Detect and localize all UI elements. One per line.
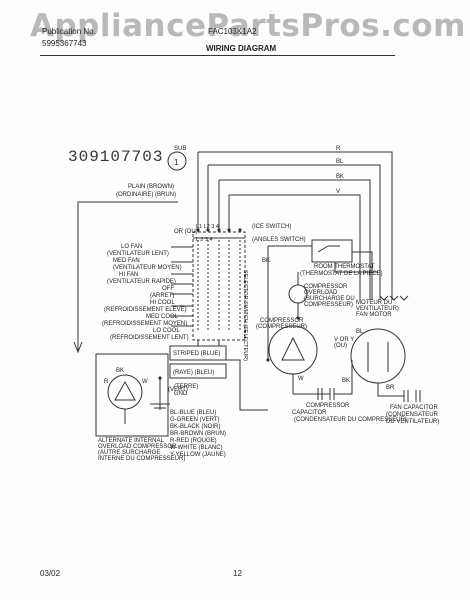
compressor (268, 325, 318, 375)
selector-switch-label: SELECTOR SWITCH (SELECTEUR) (242, 270, 248, 361)
diagram-part-number: 309107703 (68, 148, 164, 166)
ground-label: GND (174, 391, 188, 397)
v-or-y-label: V OR Y (334, 337, 354, 343)
wire-label-r: R (336, 146, 341, 152)
w-label: W (298, 376, 304, 382)
switch-row-hi-fan-fr: (VENTILATEUR RAPIDE) (107, 279, 176, 285)
wire-bk (218, 179, 371, 300)
alt-overload-label-2: OVERLOAD COMPRESSOR (98, 444, 177, 450)
page-title: WIRING DIAGRAM (206, 44, 277, 53)
fan-motor (350, 328, 406, 384)
wire-label-bl: BL (336, 159, 344, 165)
site-watermark: AppliancePartsPros.com (30, 8, 466, 44)
ice-switch-label: (ICE SWITCH) (252, 224, 291, 230)
switch-row-off-fr: (ARRET) (150, 293, 174, 299)
ground-color-label: (VERT) (168, 387, 188, 393)
alt-overload-label-fr-2: INTERNE DU COMPRESSEUR) (98, 456, 185, 462)
br-label: BR (386, 385, 395, 391)
compressor-label-fr: (COMPRESSEUR) (256, 324, 307, 330)
plain-brown-label: PLAIN (BROWN) (128, 184, 174, 190)
thermostat-label-fr: (THERMOSTAT DE LA PIÈCE) (300, 270, 383, 277)
footer-date: 03/02 (40, 569, 61, 578)
ground-label-fr: (TERRE) (174, 384, 198, 390)
model-number: FAC103K1A2 (208, 27, 257, 36)
legend-yellow: Y-YELLOW (JAUNE) (170, 452, 226, 458)
wire-r (197, 151, 393, 300)
switch-row-med-fan-fr: (VENTILATEUR MOYEN) (113, 265, 182, 271)
sub-number: 1 (174, 158, 179, 167)
fan-capacitor-label-fr: (CONDENSATEUR (386, 412, 439, 418)
plain-brown-label-fr: (ORDINAIRE) (BRUN) (116, 192, 176, 198)
thermostat-label: ROOM THERMOSTAT (314, 264, 375, 270)
legend-white: W-WHITE (BLANC) (170, 445, 223, 451)
overload-label-fr: OVERLOAD (304, 290, 338, 296)
fan-motor-label-fr: VENTILATEUR) (356, 306, 399, 312)
terminal-dots (158, 228, 300, 380)
switch-row-hi-fan: HI FAN (119, 272, 138, 278)
wire-plain-brown (77, 201, 178, 350)
fan-motor-label: MOTEUR DU (356, 300, 392, 306)
fan-capacitor-label-fr-2: DU VENTILATEUR) (386, 419, 439, 425)
bk-label-right: BK (342, 378, 350, 384)
wire-v (228, 194, 361, 300)
wire-label-bk: BK (336, 174, 344, 180)
compressor-capacitor-label-fr: CAPACITOR (292, 410, 327, 416)
header-divider (40, 55, 395, 56)
bu-label: (OU) (334, 343, 347, 349)
switch-row-hi-cool-fr: (REFROIDISSEMENT ELEVE) (104, 307, 187, 313)
switch-row-off: OFF (162, 286, 174, 292)
switch-leader-lines (171, 246, 193, 327)
overload-label-fr-3: COMPRESSEUR) (304, 302, 353, 308)
fan-capacitor (403, 390, 421, 402)
or-label: OR (OU) (174, 229, 198, 235)
ground-symbol (150, 378, 170, 410)
striped-gray-label: (RAYE) (BLEU) (173, 370, 214, 376)
legend-red: R-RED (ROUGE) (170, 438, 217, 444)
sub-label: SUB (174, 146, 186, 152)
publication-label: Publication No. (42, 27, 96, 36)
switch-row-hi-cool: HI COOL (150, 300, 175, 306)
legend-green: G-GREEN (VERT) (170, 417, 220, 423)
wire-bl (207, 164, 381, 300)
compressor-capacitor-label-fr-2: (CONDENSATEUR DU COMPRESSEUR) (294, 417, 407, 423)
striped-blue-label: STRIPED (BLUE) (173, 351, 220, 357)
alt-overload-label-fr: (AUTRE SURCHARGE (98, 450, 160, 456)
overload-label-fr-2: (SURCHARGE DU (304, 296, 355, 302)
switch-row-med-fan: MED FAN (113, 258, 140, 264)
terminal-numbers-bottom: L 2 3 4 (196, 237, 213, 243)
footer-page-number: 12 (233, 569, 242, 578)
sub-badge-circle (167, 151, 187, 171)
switch-row-lo-fan: LO FAN (121, 244, 142, 250)
fan-motor-label-en: FAN MOTOR (356, 312, 392, 318)
overload-label: COMPRESSOR (304, 284, 348, 290)
angles-switch-label: (ANGLES SWITCH) (252, 237, 306, 243)
compressor-capacitor (317, 388, 335, 400)
terminal-numbers-top: L1 L2 3 4 (196, 224, 219, 230)
switch-row-lo-fan-fr: (VENTILATEUR LENT) (107, 251, 169, 257)
legend-black: BK-BLACK (NOIR) (170, 424, 220, 430)
alt-overload-label: ALTERNATE INTERNAL (98, 438, 164, 444)
alt-box-w: W (142, 379, 148, 385)
switch-row-lo-cool-fr: (REFROIDISSEMENT LENT) (110, 335, 189, 341)
alt-box-bk: BK (116, 368, 124, 374)
bk-label-left: BK (262, 258, 270, 264)
switch-row-med-cool-fr: (REFROIDISSEMENT MOYEN) (102, 321, 187, 327)
fan-capacitor-label: FAN CAPACITOR (390, 405, 438, 411)
wire-label-v: V (336, 189, 340, 195)
compressor-label: COMPRESSOR (260, 318, 304, 324)
alt-box-r: R (104, 379, 109, 385)
bl-label-right: BL (356, 329, 364, 335)
switch-row-med-cool: MED COOL (146, 314, 179, 320)
compressor-capacitor-label: COMPRESSOR (306, 403, 350, 409)
legend-blue: BL-BLUE (BLEU) (170, 410, 216, 416)
thermostat-box (311, 239, 353, 263)
switch-row-lo-cool: LO COOL (153, 328, 180, 334)
publication-number: 5995367743 (42, 39, 87, 48)
arrow-plain-brown (73, 341, 83, 354)
legend-brown: BR-BROWN (BRUN) (170, 431, 226, 437)
alternate-overload-box (95, 353, 169, 437)
wire-tag-striped-gray (169, 363, 227, 379)
